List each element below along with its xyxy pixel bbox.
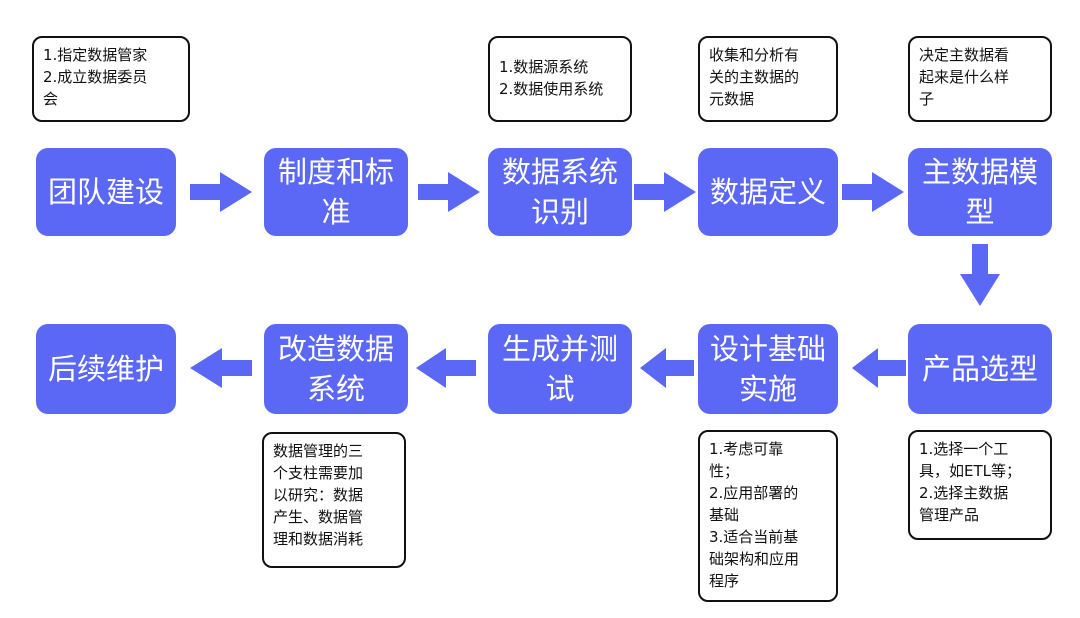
arrow-shape bbox=[418, 172, 480, 212]
arrow-shape bbox=[960, 244, 1000, 306]
note-product-selection: 1.选择一个工 具，如ETL等； 2.选择主数据 管理产品 bbox=[908, 430, 1052, 540]
arrow-shape bbox=[416, 348, 476, 388]
arrow-shape bbox=[634, 172, 696, 212]
right-arrow-icon bbox=[634, 172, 696, 212]
left-arrow-icon bbox=[416, 348, 476, 388]
step-infrastructure-implementation: 设计基础 实施 bbox=[698, 324, 838, 414]
note-master-data-model: 决定主数据看 起来是什么样 子 bbox=[908, 36, 1052, 122]
down-arrow-icon bbox=[960, 244, 1000, 306]
arrow-shape bbox=[852, 348, 906, 388]
arrow-shape bbox=[190, 172, 252, 212]
step-maintenance: 后续维护 bbox=[36, 324, 176, 414]
right-arrow-icon bbox=[842, 172, 904, 212]
note-data-definition: 收集和分析有 关的主数据的 元数据 bbox=[698, 36, 838, 122]
left-arrow-icon bbox=[640, 348, 694, 388]
arrow-shape bbox=[842, 172, 904, 212]
note-infrastructure-implementation: 1.考虑可靠 性； 2.应用部署的 基础 3.适合当前基 础架构和应用 程序 bbox=[698, 430, 838, 602]
step-data-system-identification: 数据系统 识别 bbox=[488, 148, 632, 236]
right-arrow-icon bbox=[190, 172, 252, 212]
note-data-system-identification: 1.数据源系统 2.数据使用系统 bbox=[488, 36, 632, 122]
step-master-data-model: 主数据模 型 bbox=[908, 148, 1052, 236]
right-arrow-icon bbox=[418, 172, 480, 212]
arrow-shape bbox=[190, 348, 252, 388]
note-team-building: 1.指定数据管家 2.成立数据委员 会 bbox=[32, 36, 190, 122]
left-arrow-icon bbox=[852, 348, 906, 388]
step-data-definition: 数据定义 bbox=[698, 148, 838, 236]
arrow-shape bbox=[640, 348, 694, 388]
step-policy-standards: 制度和标 准 bbox=[264, 148, 408, 236]
step-generate-test: 生成并测 试 bbox=[488, 324, 632, 414]
note-reform-data-system: 数据管理的三 个支柱需要加 以研究：数据 产生、数据管 理和数据消耗 bbox=[262, 432, 406, 568]
left-arrow-icon bbox=[190, 348, 252, 388]
step-product-selection: 产品选型 bbox=[908, 324, 1052, 414]
step-team-building: 团队建设 bbox=[36, 148, 176, 236]
step-reform-data-system: 改造数据 系统 bbox=[264, 324, 408, 414]
